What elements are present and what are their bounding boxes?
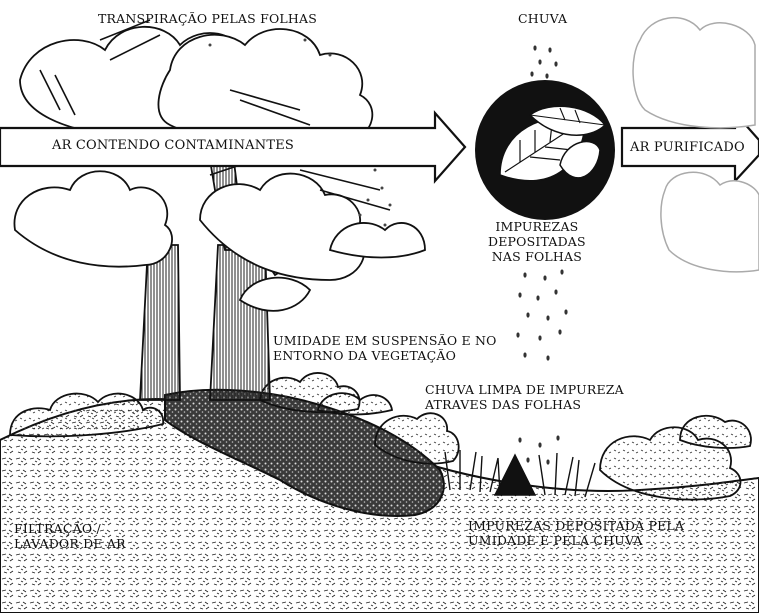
rain-label: CHUVA xyxy=(518,11,567,26)
impurities-rain-label: IMPUREZAS DEPOSITADA PELA UMIDADE E PELA… xyxy=(468,518,684,548)
filtration-label: FILTRAÇÃO / LAVADOR DE AR xyxy=(14,521,126,551)
leaf-magnifier xyxy=(475,80,615,220)
impurities-leaves-label: IMPUREZAS DEPOSITADAS NAS FOLHAS xyxy=(488,219,586,264)
rain-drops-bottom xyxy=(516,269,567,464)
purified-air-label: AR PURIFICADO xyxy=(630,140,745,155)
transpiration-label: TRANSPIRAÇÃO PELAS FOLHAS xyxy=(98,11,317,26)
clean-rain-label: CHUVA LIMPA DE IMPUREZA ATRAVES DAS FOLH… xyxy=(425,382,624,412)
humidity-label: UMIDADE EM SUSPENSÃO E NO ENTORNO DA VEG… xyxy=(273,333,497,363)
contaminated-air-label: AR CONTENDO CONTAMINANTES xyxy=(52,138,294,153)
rain-drops-top xyxy=(530,45,557,78)
